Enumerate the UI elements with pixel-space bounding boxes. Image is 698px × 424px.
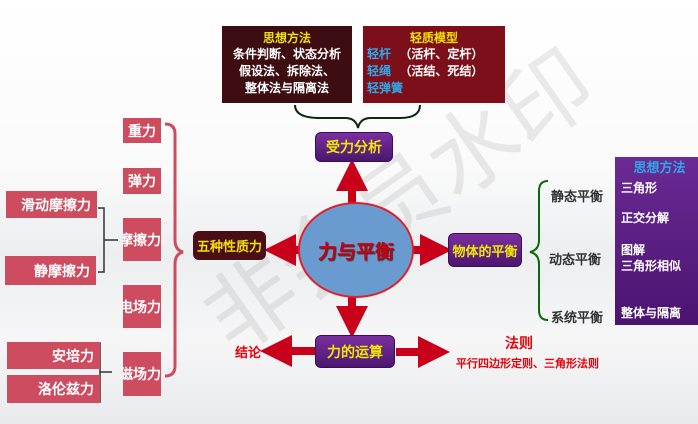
equilibrium-brace xyxy=(529,180,549,321)
friction-bracket xyxy=(98,207,118,273)
force-electric: 电场力 xyxy=(123,285,161,328)
dynamic-equilibrium: 动态平衡 xyxy=(549,253,602,268)
force-magnetic: 磁场力 xyxy=(123,352,161,396)
force-elastic: 弹力 xyxy=(123,168,161,194)
conclusion-label: 结论 xyxy=(235,346,262,361)
top-brace xyxy=(294,104,421,129)
models-box: 轻质模型 轻杆 （活杆、定杆） 轻绳 （活结、死结） 轻弹簧 xyxy=(363,26,505,103)
rule-title: 法则 xyxy=(505,336,533,352)
lorentz-force: 洛伦兹力 xyxy=(7,375,100,403)
sliding-friction: 滑动摩擦力 xyxy=(6,191,97,218)
force-friction: 摩擦力 xyxy=(123,218,161,261)
methods-box: 思想方法 条件判断、状态分析 假设法、拆除法、 整体法与隔离法 xyxy=(222,26,352,103)
ampere-force: 安培力 xyxy=(7,342,100,369)
system-equilibrium: 系统平衡 xyxy=(551,311,604,326)
static-friction: 静摩擦力 xyxy=(5,256,96,285)
rule-text: 平行四边形定则、三角形法则 xyxy=(456,357,599,370)
static-equilibrium: 静态平衡 xyxy=(551,190,604,205)
methods-panel: 思想方法 三角形 正交分解 图解 三角形相似 整体与隔离 xyxy=(615,157,698,325)
center-title: 力与平衡 xyxy=(317,240,394,263)
force-gravity: 重力 xyxy=(123,118,161,143)
force-analysis-node: 受力分析 xyxy=(315,132,393,162)
equilibrium-node: 物体的平衡 xyxy=(448,233,522,267)
force-operation-node: 力的运算 xyxy=(315,335,395,368)
center-circle xyxy=(298,202,414,298)
five-forces-node: 五种性质力 xyxy=(193,231,266,260)
forces-brace xyxy=(164,122,184,378)
